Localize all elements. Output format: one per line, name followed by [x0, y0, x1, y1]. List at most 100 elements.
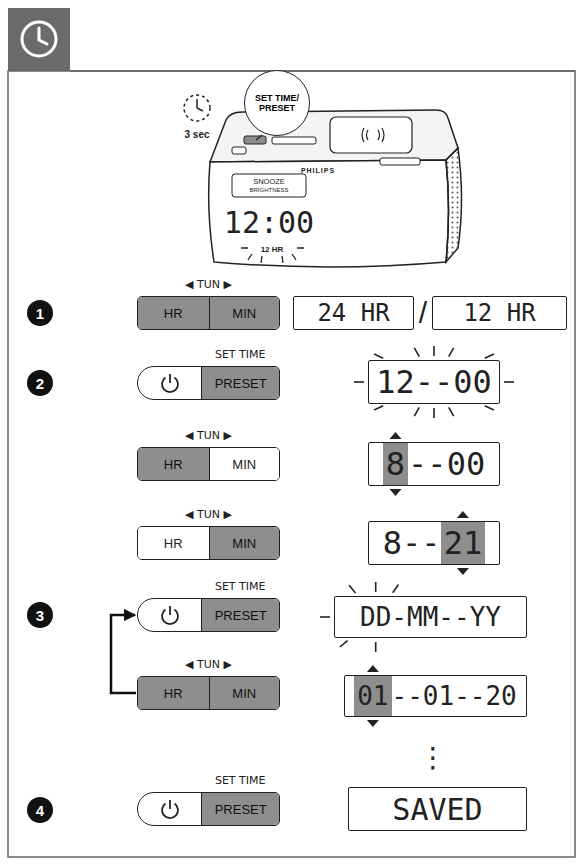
- down-arrow: [389, 489, 401, 496]
- button-text: HR: [164, 686, 183, 701]
- button-text: HR: [164, 306, 183, 321]
- step-number: 4: [27, 797, 53, 823]
- up-arrow: [389, 432, 401, 439]
- min-button: MIN: [209, 297, 280, 329]
- display-text: 8: [383, 443, 408, 485]
- mode-label: 12 HR: [261, 245, 284, 254]
- set-time-buttons: SET TIMEPRESET: [137, 366, 280, 400]
- power-bar: [169, 606, 171, 615]
- preset-button: PRESET: [201, 599, 279, 631]
- button-text: MIN: [232, 536, 256, 551]
- charging-pad: [330, 117, 412, 153]
- lcd-display: 01--01--20: [344, 675, 527, 717]
- display-marks: [320, 346, 514, 727]
- step-number: 1: [27, 300, 53, 326]
- flash-ray: [393, 585, 399, 593]
- display-text: 24 HR: [317, 297, 389, 329]
- preset-button: [244, 136, 266, 144]
- wireless-icon: [362, 128, 384, 142]
- power-button: [232, 147, 246, 154]
- display-text: 21: [441, 522, 486, 564]
- loop-arrow: [111, 615, 136, 693]
- button-text: SET TIME/ PRESET: [250, 93, 304, 113]
- header-tab: [8, 8, 70, 71]
- lcd-display: SAVED: [348, 787, 527, 831]
- clock-display: 12:00: [224, 205, 314, 240]
- speaker-grille: [446, 148, 462, 262]
- down-arrow: [367, 720, 379, 727]
- down-arrow: [457, 568, 469, 575]
- callout-bubble: SET TIME/ PRESET: [244, 70, 310, 136]
- lcd-display: 8--00: [368, 442, 500, 486]
- up-arrow: [367, 665, 379, 672]
- power-bar: [169, 374, 171, 383]
- display-text: --00: [408, 443, 485, 485]
- tune-buttons: ◀ TUN ▶HRMIN: [137, 676, 280, 710]
- display-text: DD: [360, 597, 391, 637]
- flash-ray: [354, 381, 364, 383]
- step-number: 2: [27, 370, 53, 396]
- brand-label: PHILIPS: [301, 167, 335, 174]
- tune-buttons: ◀ TUN ▶HRMIN: [137, 526, 280, 560]
- clock-hands: [39, 28, 47, 44]
- set-time-buttons: SET TIMEPRESET: [137, 598, 280, 632]
- flash-ray: [374, 406, 383, 410]
- button-text: PRESET: [215, 376, 267, 391]
- preset-button: PRESET: [201, 367, 279, 399]
- hr-button: HR: [138, 448, 209, 480]
- separator: /: [419, 296, 427, 330]
- preset-button: PRESET: [201, 793, 279, 825]
- snooze-bar: [232, 174, 306, 197]
- min-button: MIN: [209, 448, 280, 480]
- flash-ray: [414, 407, 419, 416]
- lcd-display: 8--21: [368, 521, 500, 565]
- flash-ray: [340, 641, 348, 647]
- display-text: 01: [354, 676, 391, 716]
- button-heading: ◀ TUN ▶: [138, 658, 279, 671]
- button-label: SNOOZE: [253, 177, 285, 186]
- hr-button: HR: [138, 527, 209, 559]
- flash-ray: [320, 616, 330, 618]
- button-text: HR: [164, 536, 183, 551]
- button-text: HR: [164, 457, 183, 472]
- lcd-display: 12 HR: [432, 296, 567, 330]
- continuation-mark: ⋮: [419, 741, 447, 774]
- button-text: PRESET: [215, 608, 267, 623]
- flash-ray: [485, 354, 494, 358]
- button-heading: ◀ TUN ▶: [138, 508, 279, 521]
- button-text: PRESET: [215, 802, 267, 817]
- power-bar: [169, 800, 171, 809]
- display-text: 12 HR: [463, 297, 535, 329]
- duration-label: 3 sec: [184, 129, 209, 140]
- display-text: 8--: [383, 522, 441, 564]
- hr-button: HR: [138, 297, 209, 329]
- tune-buttons: ◀ TUN ▶HRMIN: [137, 296, 280, 330]
- button-text: MIN: [232, 686, 256, 701]
- flash-ray: [449, 407, 454, 416]
- button-heading: SET TIME: [201, 348, 279, 361]
- display-text: 12--00: [376, 361, 492, 403]
- button-label: BRIGHTNESS: [249, 187, 288, 193]
- flash-ray: [375, 582, 377, 592]
- header-line: [70, 70, 575, 72]
- button-text: MIN: [232, 306, 256, 321]
- button-heading: SET TIME: [201, 774, 279, 787]
- min-button: MIN: [209, 527, 280, 559]
- min-button: MIN: [209, 677, 280, 709]
- device-front: [209, 160, 449, 267]
- button-heading: ◀ TUN ▶: [138, 429, 279, 442]
- tune-button: [272, 137, 316, 144]
- timer-dial: [184, 95, 210, 121]
- button-heading: SET TIME: [201, 580, 279, 593]
- display-text: --01--20: [392, 676, 517, 716]
- clock-icon: [22, 22, 56, 56]
- hr-button: HR: [138, 677, 209, 709]
- lcd-display: 24 HR: [293, 296, 414, 330]
- up-arrow: [457, 511, 469, 518]
- lcd-display: DD-MM--YY: [334, 596, 527, 638]
- power-icon: [150, 794, 190, 824]
- lcd-display: 12--00: [368, 360, 500, 404]
- flash-ray: [485, 406, 494, 410]
- flash-ray: [349, 585, 355, 593]
